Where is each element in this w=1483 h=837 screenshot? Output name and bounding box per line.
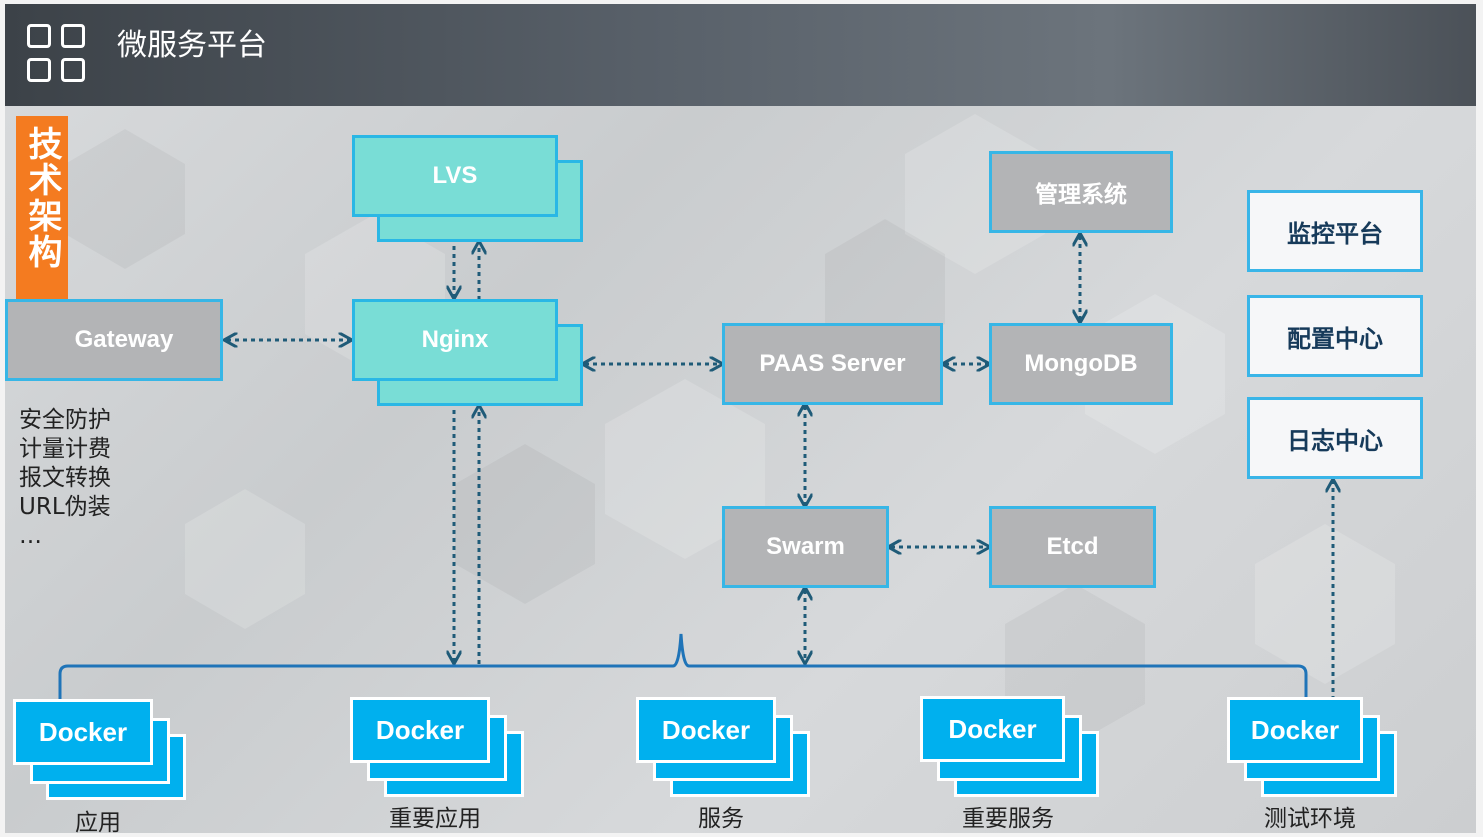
etcd-label: Etcd: [1046, 533, 1099, 560]
feature-item: 计量计费: [19, 436, 111, 462]
grid-icon: [27, 24, 91, 88]
docker-label: Docker: [661, 714, 751, 745]
etcd-node: Etcd: [989, 506, 1156, 588]
log-center-label: 日志中心: [1287, 427, 1383, 455]
lvs-node: LVS: [352, 135, 558, 217]
docker-caption: 服务: [698, 806, 744, 832]
docker-box: Docker: [920, 696, 1065, 762]
docker-box: Docker: [13, 699, 153, 765]
gateway-label: Gateway: [74, 326, 174, 353]
paas-server-node: PAAS Server: [722, 323, 943, 405]
monitoring-platform-label: 监控平台: [1287, 220, 1383, 248]
page-title: 微服务平台: [117, 28, 267, 63]
paas-server-label: PAAS Server: [759, 350, 906, 377]
gateway-node: Gateway: [5, 299, 223, 381]
slide: 微服务平台 技术架构: [5, 4, 1476, 833]
docker-caption: 重要服务: [962, 806, 1054, 832]
feature-item: 报文转换: [19, 465, 111, 491]
config-center-label: 配置中心: [1287, 325, 1383, 353]
feature-item: 安全防护: [19, 407, 111, 433]
feature-item: …: [19, 523, 42, 549]
admin-system-node: 管理系统: [989, 151, 1173, 233]
config-center-node: 配置中心: [1247, 295, 1423, 377]
swarm-label: Swarm: [766, 533, 845, 560]
docker-box: Docker: [636, 697, 776, 763]
admin-system-label: 管理系统: [1035, 181, 1127, 207]
monitoring-platform-node: 监控平台: [1247, 190, 1423, 272]
lvs-label: LVS: [432, 162, 478, 189]
mongodb-node: MongoDB: [989, 323, 1173, 405]
docker-group-brace: [58, 633, 1308, 700]
log-center-node: 日志中心: [1247, 397, 1423, 479]
section-tag: 技术架构: [16, 116, 68, 338]
docker-caption: 重要应用: [389, 806, 481, 832]
docker-caption: 测试环境: [1264, 806, 1356, 832]
docker-box: Docker: [350, 697, 490, 763]
section-tag-label: 技术架构: [22, 126, 62, 270]
docker-box: Docker: [1227, 697, 1363, 763]
docker-label: Docker: [948, 713, 1037, 744]
mongodb-label: MongoDB: [1024, 350, 1138, 377]
nginx-label: Nginx: [421, 326, 489, 353]
feature-item: URL伪装: [19, 494, 111, 520]
nginx-node: Nginx: [352, 299, 558, 381]
header-bar: 微服务平台: [5, 4, 1476, 106]
gateway-features: 安全防护 计量计费 报文转换 URL伪装 …: [19, 406, 111, 551]
docker-caption: 应用: [75, 810, 121, 833]
swarm-node: Swarm: [722, 506, 889, 588]
connector-layer: [58, 222, 1476, 700]
docker-label: Docker: [38, 716, 128, 747]
docker-label: Docker: [375, 714, 465, 745]
docker-label: Docker: [1250, 714, 1340, 745]
